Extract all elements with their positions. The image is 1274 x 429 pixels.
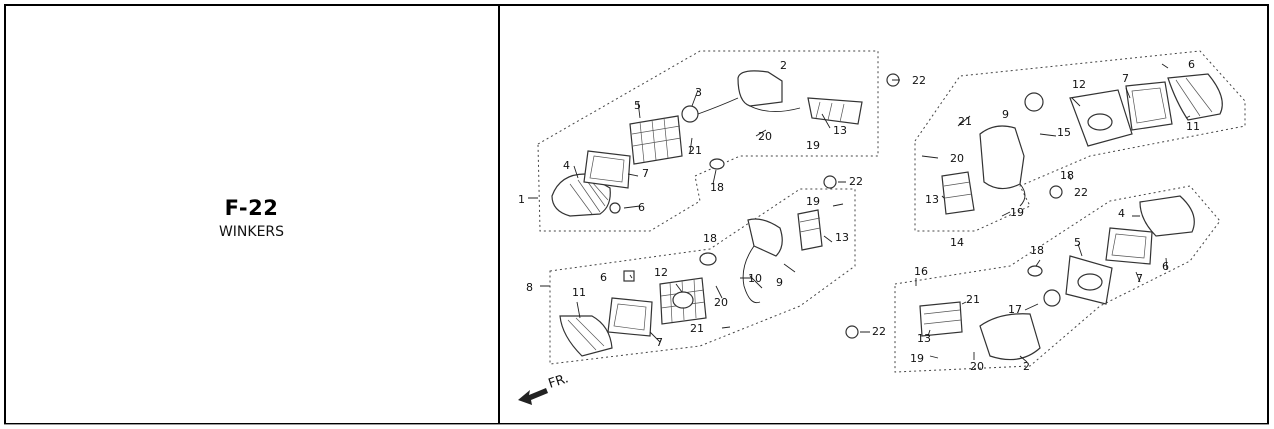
- callout-18: 18: [703, 232, 717, 245]
- callout-18: 18: [710, 181, 724, 194]
- callout-7: 7: [1136, 272, 1143, 285]
- winker-gasket-rear-left: [607, 297, 653, 337]
- nut-mid-right: [1049, 185, 1063, 199]
- callout-19: 19: [806, 139, 820, 152]
- group-outline-front-right: [914, 50, 1246, 232]
- callout-21: 21: [690, 322, 704, 335]
- callout-22: 22: [912, 74, 926, 87]
- callout-17: 17: [1008, 303, 1022, 316]
- winker-reflector-rear-right: [1065, 255, 1113, 305]
- section-label-cell: F-22 WINKERS: [4, 4, 499, 425]
- callout-19: 19: [910, 352, 924, 365]
- callout-20: 20: [970, 360, 984, 373]
- callout-15: 15: [1057, 126, 1071, 139]
- winker-reflector-front-right: [1069, 89, 1133, 147]
- callout-6: 6: [1188, 58, 1195, 71]
- front-direction-arrow-icon: [518, 388, 548, 405]
- nut-rear-left: [623, 270, 635, 282]
- callout-2: 2: [1023, 360, 1030, 373]
- group-outline-front-left: [537, 50, 879, 232]
- callout-13: 13: [917, 332, 931, 345]
- callout-11: 11: [572, 286, 586, 299]
- exploded-parts-diagram: FR. 1 2 2 3 4 4 5 5 6 6 6 6 7 7 7 7 8 9 …: [500, 6, 1266, 422]
- winker-lens-front-left: [551, 173, 611, 217]
- callout-13: 13: [833, 124, 847, 137]
- column-divider: [498, 4, 500, 425]
- callout-8: 8: [526, 281, 533, 294]
- callout-5: 5: [634, 99, 641, 112]
- section-name: WINKERS: [218, 224, 285, 240]
- callout-20: 20: [758, 130, 772, 143]
- callout-7: 7: [656, 336, 663, 349]
- rubber-cover-front-right: [941, 171, 975, 215]
- callout-20: 20: [714, 296, 728, 309]
- winker-gasket-rear-right: [1105, 227, 1153, 265]
- callout-7: 7: [642, 167, 649, 180]
- callout-3: 3: [695, 86, 702, 99]
- bulb-socket-rear-right: [1043, 289, 1061, 307]
- callout-19: 19: [806, 195, 820, 208]
- nut-mid-left: [823, 175, 837, 189]
- callout-7: 7: [1122, 72, 1129, 85]
- callout-12: 12: [1072, 78, 1086, 91]
- bulb-rear-left: [699, 252, 717, 266]
- rubber-cover-rear-right: [919, 301, 963, 337]
- group-outline-rear-right: [894, 185, 1221, 373]
- callout-9: 9: [1002, 108, 1009, 121]
- callout-16: 16: [914, 265, 928, 278]
- bulb-front-left: [709, 158, 725, 170]
- front-direction-label: FR.: [547, 371, 571, 392]
- winker-gasket-front-right: [1125, 81, 1173, 131]
- group-outline-rear-left: [549, 188, 856, 365]
- nut-front-left: [609, 202, 621, 214]
- callout-13: 13: [835, 231, 849, 244]
- bulb-rear-right: [1027, 265, 1043, 277]
- section-code: F-22: [224, 196, 279, 220]
- callout-12: 12: [654, 266, 668, 279]
- rubber-cover-front-left: [807, 97, 863, 125]
- callout-14: 14: [950, 236, 964, 249]
- callout-4: 4: [1118, 207, 1125, 220]
- winker-housing-front-left: [737, 70, 801, 112]
- winker-housing-rear-left: [742, 218, 783, 304]
- callout-6: 6: [1162, 260, 1169, 273]
- winker-reflector-rear-left: [659, 277, 707, 325]
- winker-gasket-front-left: [583, 150, 631, 189]
- callout-9: 9: [776, 276, 783, 289]
- bulb-socket-front-right: [1024, 92, 1044, 112]
- callout-21: 21: [958, 115, 972, 128]
- winker-lens-front-right: [1167, 73, 1223, 121]
- callout-10: 10: [748, 272, 762, 285]
- callout-11: 11: [1186, 120, 1200, 133]
- winker-reflector-front-left: [629, 115, 683, 165]
- nut-bottom-center: [845, 325, 859, 339]
- callout-4: 4: [563, 159, 570, 172]
- callout-22: 22: [1074, 186, 1088, 199]
- callout-21: 21: [688, 144, 702, 157]
- bulb-socket-front-left: [681, 97, 739, 123]
- callout-2: 2: [780, 59, 787, 72]
- winker-lens-rear-right: [1139, 195, 1195, 237]
- callout-1: 1: [518, 193, 525, 206]
- winker-lens-rear-left: [559, 315, 613, 357]
- callout-22: 22: [872, 325, 886, 338]
- bottom-rule: [4, 424, 1269, 425]
- callout-18: 18: [1060, 169, 1074, 182]
- callout-5: 5: [1074, 236, 1081, 249]
- callout-18: 18: [1030, 244, 1044, 257]
- callout-22: 22: [849, 175, 863, 188]
- rubber-cover-rear-left: [797, 209, 823, 251]
- winker-housing-front-right: [979, 125, 1026, 207]
- callout-6: 6: [600, 271, 607, 284]
- callout-6: 6: [638, 201, 645, 214]
- callout-13: 13: [925, 193, 939, 206]
- callout-21: 21: [966, 293, 980, 306]
- winker-housing-rear-right: [979, 313, 1041, 361]
- callout-19: 19: [1010, 206, 1024, 219]
- callout-20: 20: [950, 152, 964, 165]
